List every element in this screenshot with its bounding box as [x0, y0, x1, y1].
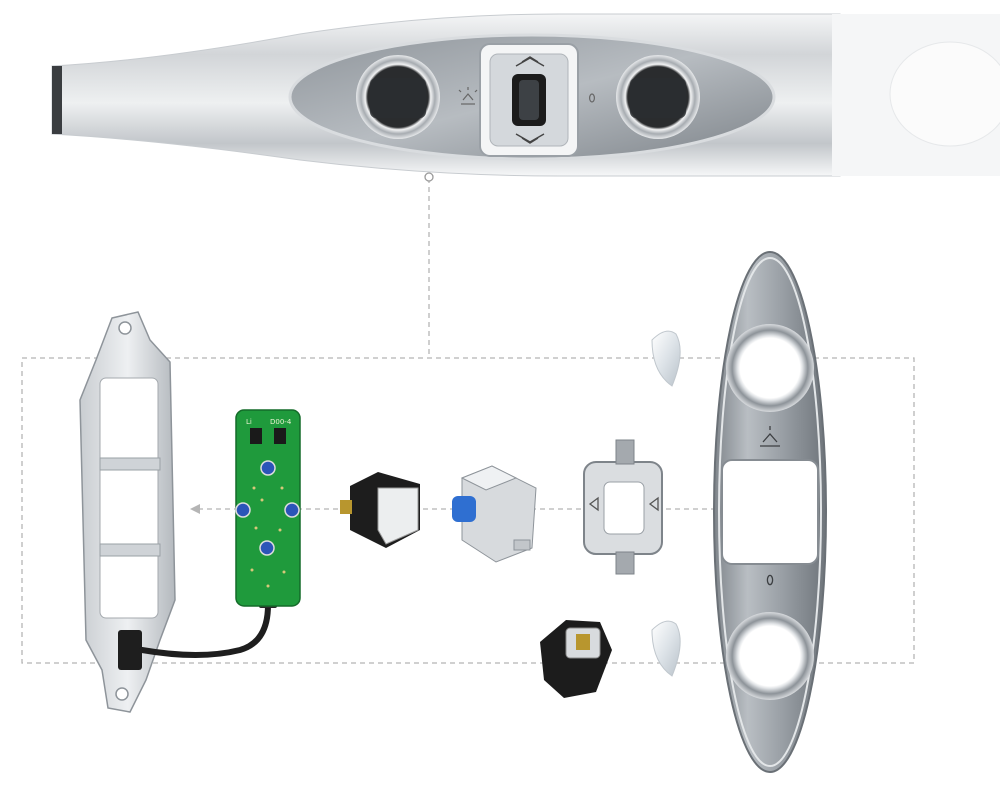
rocker-switch-blue-cap [452, 496, 476, 522]
housing-frame-crossbar [99, 457, 161, 471]
console-white-bulge [889, 41, 1000, 147]
reading-light-icon [760, 426, 780, 447]
pcb-chip-right [274, 428, 286, 444]
assembled-console [51, 13, 1000, 177]
light-down-arrow-icon [515, 133, 545, 144]
guide-arrowhead [190, 504, 200, 514]
sensor-module [340, 472, 420, 548]
console-end-cap [52, 66, 62, 134]
cover-plate-upper-opening [726, 324, 814, 412]
guide-anchor-top [424, 172, 434, 182]
guide-line-bounding-box [21, 357, 915, 664]
cover-plate-switch-opening [721, 459, 819, 565]
cover-plate-rim [718, 257, 822, 767]
housing-bottom-mount-hole [115, 687, 129, 701]
light-lens-upper [651, 330, 681, 387]
pcb-switch-right [284, 502, 300, 518]
rocker-switch-top [460, 465, 518, 491]
cover-plate [713, 251, 827, 773]
cover-plate-lower-opening [726, 612, 814, 700]
pcb-switch-top [260, 460, 276, 476]
sensor-module-face [377, 487, 419, 545]
wiring-harness-cable [139, 602, 271, 658]
console-right-light-lens [630, 78, 686, 118]
pcb-chip-left [250, 428, 262, 444]
pcb-switch-left [235, 502, 251, 518]
bezel-arrow-icon [588, 496, 659, 512]
pcb-marking-left: Li [246, 418, 252, 426]
circuit-board: Li D00-4 [235, 409, 301, 607]
housing-frame-crossbar-lower [99, 543, 161, 557]
switch-bezel-tab-bottom [615, 551, 635, 575]
switch-bezel-opening [603, 481, 645, 535]
switch-bezel [583, 439, 663, 575]
switch-bezel-tab-top [615, 439, 635, 465]
housing-connector-plug [118, 630, 142, 670]
pcb-solder-pads [250, 486, 286, 588]
housing-frame-window [99, 377, 159, 619]
light-up-arrow-icon [515, 56, 545, 67]
light-lens-lower [651, 620, 681, 677]
housing-top-mount-hole [118, 321, 132, 335]
pcb-marking-right: D00-4 [270, 418, 292, 426]
reading-light-icon [458, 87, 478, 105]
off-symbol-icon [588, 93, 595, 103]
sensor-module-pins [340, 500, 352, 514]
light-switch-module-contacts [576, 634, 590, 650]
pcb-switch-bottom [259, 540, 275, 556]
housing-frame [79, 311, 176, 713]
rocker-switch-assembly [452, 465, 537, 563]
light-switch-module [540, 620, 612, 698]
off-symbol-icon [766, 574, 774, 586]
console-rocker-highlight [519, 80, 539, 120]
rocker-switch-foot [513, 539, 531, 551]
console-left-light-lens [370, 78, 426, 118]
